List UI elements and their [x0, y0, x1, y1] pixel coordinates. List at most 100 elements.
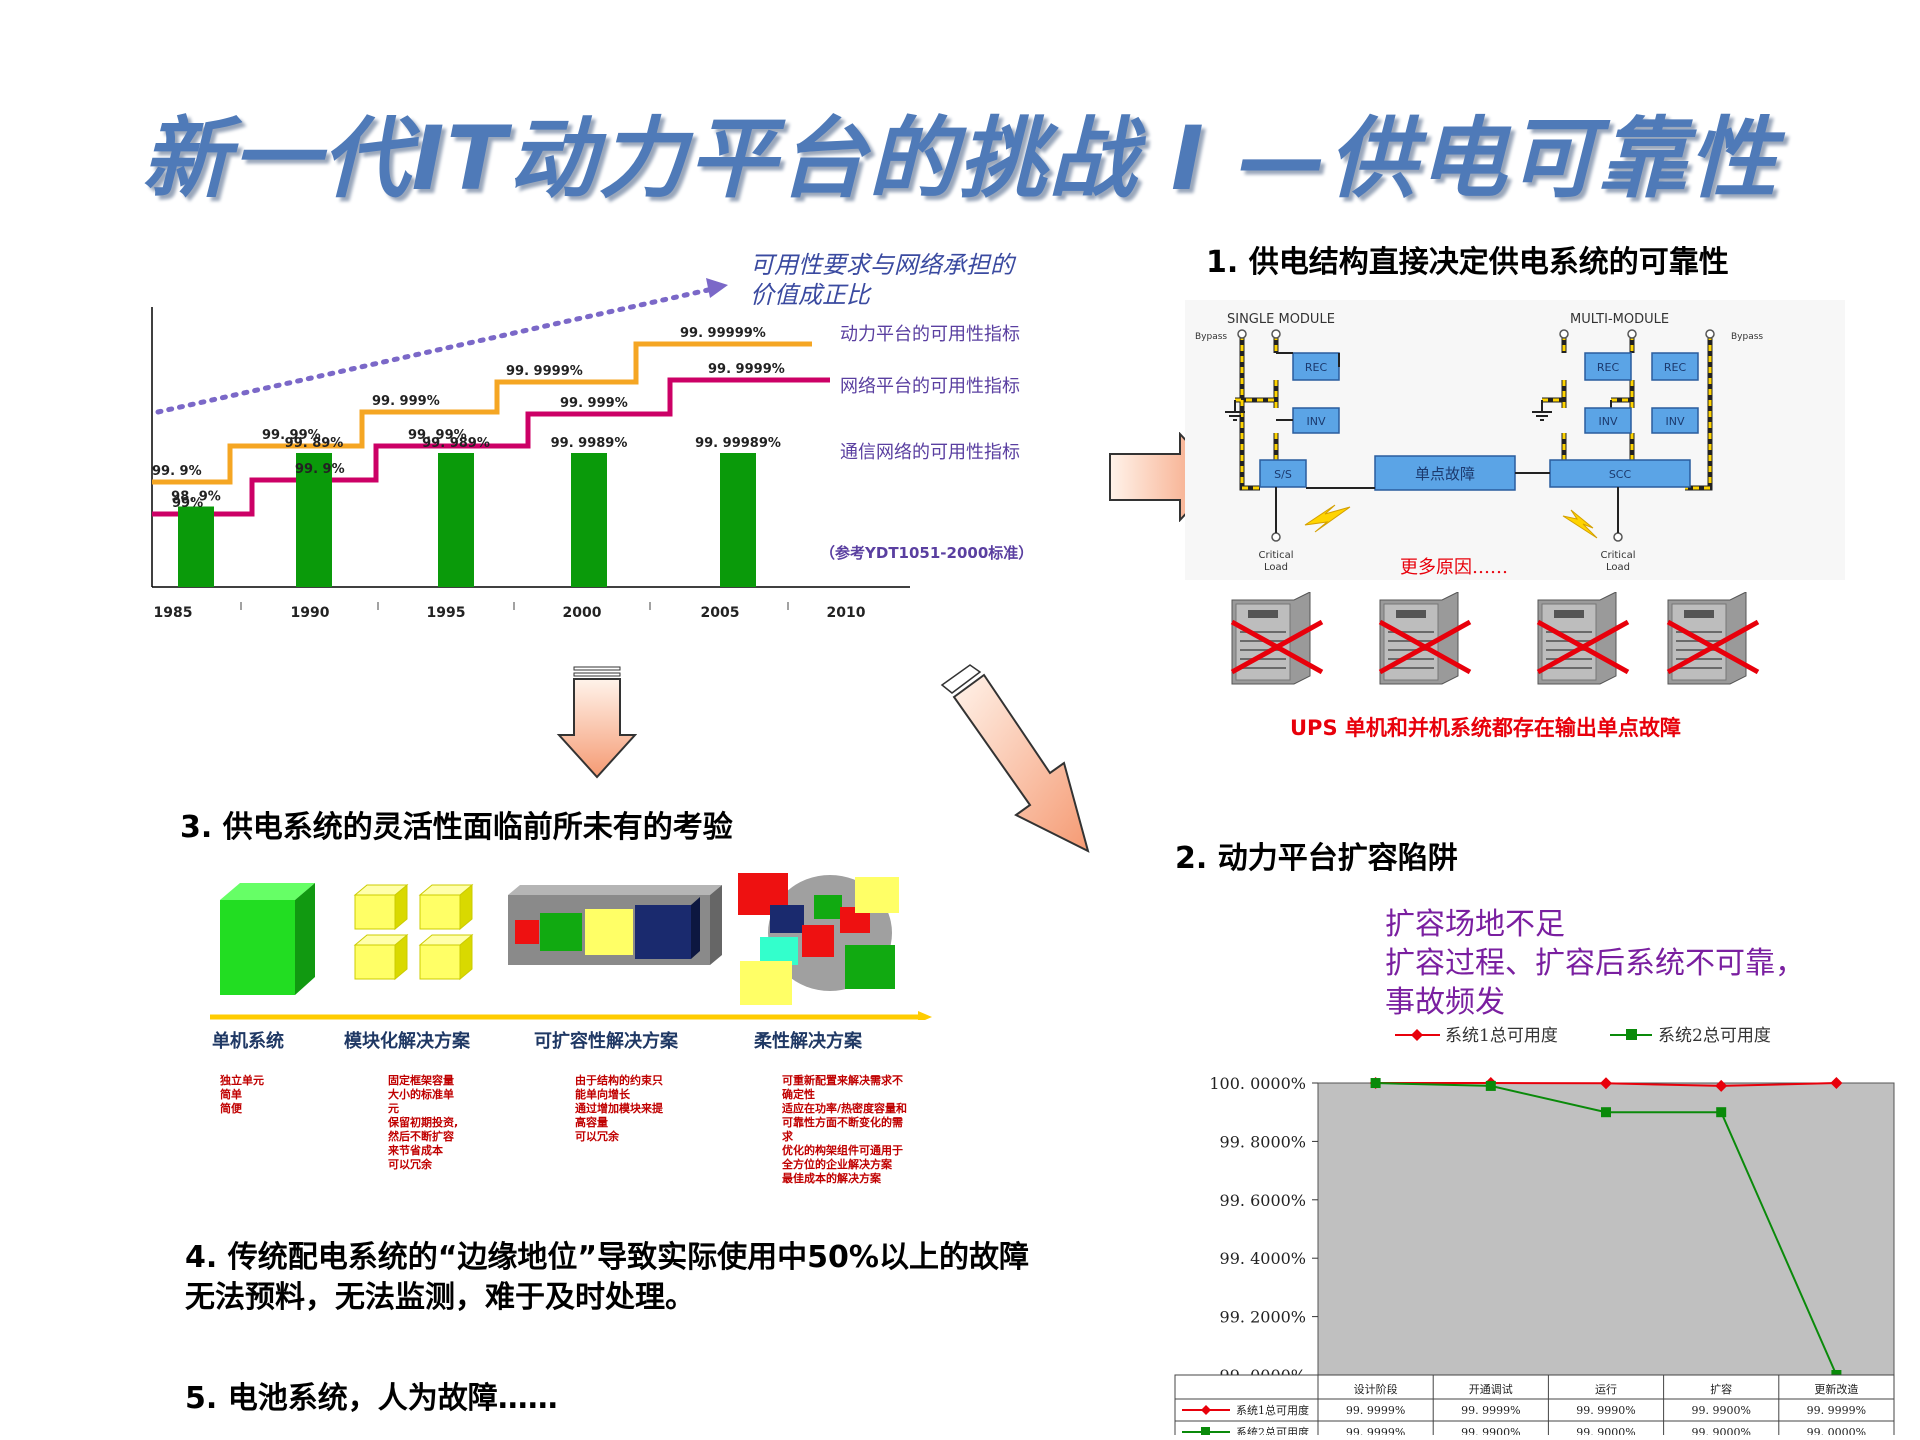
section2-heading: 2. 动力平台扩容陷阱: [1175, 841, 1458, 876]
power-step-label: 99. 999%: [372, 394, 440, 409]
stage-label-flexible: 柔性解决方案: [754, 1031, 862, 1052]
flexibility-evolution-graphic: [210, 873, 932, 1020]
modular-cubes: [353, 883, 474, 981]
network-step-label: 99. 9%: [295, 462, 345, 477]
rec-block-multi-2: REC: [1664, 361, 1687, 374]
critical-load-label: Load: [1606, 562, 1630, 573]
y-tick-label: 100. 0000%: [1209, 1074, 1306, 1093]
bar-value-label: 99. 9989%: [551, 436, 628, 451]
failed-server-icon: [1230, 592, 1324, 685]
year-tick-label: 2010: [827, 605, 866, 621]
x-mark-icon: [1536, 619, 1630, 675]
multi-module-label: MULTI-MODULE: [1570, 312, 1669, 327]
legend-series-2: 系统2总可用度: [1658, 1026, 1771, 1046]
failed-server-icon: [1666, 592, 1760, 685]
single-point-failure-box: 单点故障: [1415, 465, 1475, 483]
bar-value-label: 99. 99989%: [695, 436, 781, 451]
availability-bar: [571, 453, 607, 587]
table-cell: 99. 9999%: [1461, 1404, 1520, 1417]
section3-heading: 3. 供电系统的灵活性面临前所未有的考验: [180, 810, 733, 845]
table-legend-marker: [1201, 1427, 1210, 1435]
trend-arrow-head: [706, 278, 728, 298]
critical-load-label: Critical: [1259, 550, 1294, 561]
down-arrow-icon: [556, 666, 637, 779]
availability-bar: [178, 506, 214, 587]
y-tick-label: 99. 4000%: [1220, 1249, 1306, 1268]
reference-note: （参考YDT1051-2000标准）: [820, 544, 1033, 562]
power-step-label: 99. 99%: [262, 428, 321, 443]
ups-architecture-diagram: SINGLE MODULE MULTI-MODULE Bypass Bypass: [1185, 300, 1845, 580]
availability-bar: [720, 453, 756, 587]
bar-value-label: 99. 989%: [422, 436, 490, 451]
expansion-availability-chart: 系统1总可用度 系统2总可用度 100. 0000% 99. 8000% 99. 6…: [1174, 1026, 1895, 1435]
expansion-issue: 事故频发: [1385, 985, 1505, 1020]
legend-series-1: 系统1总可用度: [1445, 1026, 1558, 1046]
table-cell: 99. 9990%: [1576, 1404, 1635, 1417]
section5-text: 5. 电池系统，人为故障……: [185, 1381, 558, 1416]
x-category-label: 设计阶段: [1354, 1382, 1398, 1396]
data-table: [1174, 1374, 1895, 1435]
year-tick-label: 2000: [563, 605, 602, 621]
rec-block-single: REC: [1305, 361, 1328, 374]
year-tick-label: 1985: [154, 605, 193, 621]
year-tick-label: 1990: [291, 605, 330, 621]
year-tick-label: 1995: [427, 605, 466, 621]
trend-label-2: 价值成正比: [750, 281, 872, 309]
expansion-issues: 扩容场地不足 扩容过程、扩容后系统不可靠， 事故频发: [1385, 905, 1805, 1022]
power-availability-line: [152, 341, 812, 485]
series-label-network: 网络平台的可用性指标: [840, 376, 1020, 397]
availability-chart: 可用性要求与网络承担的 价值成正比 98. 9%99. 89%99. 989%9…: [151, 251, 1033, 621]
diagonal-arrow-icon: [940, 664, 1090, 853]
expansion-issue: 扩容过程、扩容后系统不可靠，: [1385, 946, 1805, 981]
table-series-name: 系统1总可用度: [1236, 1403, 1309, 1417]
stage-notes-flexible: 可重新配置来解决需求不 确定性 适应在功率/热密度容量和 可靠性方面不断变化的需…: [782, 1074, 908, 1185]
plot-area: [1317, 1082, 1895, 1376]
ss-block: S/S: [1274, 468, 1292, 481]
single-module-label: SINGLE MODULE: [1227, 312, 1335, 327]
y-tick-label: 99. 6000%: [1220, 1191, 1306, 1210]
page-title: 新一代IT动力平台的挑战 I —供电可靠性: [141, 107, 1779, 210]
bypass-label-left: Bypass: [1195, 332, 1227, 342]
trend-label-1: 可用性要求与网络承担的: [750, 251, 1017, 279]
flexible-cluster: [738, 873, 899, 1005]
y-tick-label: 99. 2000%: [1220, 1308, 1306, 1327]
section4-line2: 无法预料，无法监测，难于及时处理。: [185, 1280, 695, 1315]
x-mark-icon: [1230, 619, 1324, 675]
network-availability-line: [152, 377, 830, 517]
series-1-point: [1715, 1079, 1728, 1092]
ups-single-point-note: UPS 单机和并机系统都存在输出单点故障: [1290, 716, 1681, 740]
x-mark-icon: [1666, 619, 1760, 675]
y-tick-label: 99. 8000%: [1220, 1132, 1306, 1151]
availability-bar: [438, 453, 474, 587]
series-2-point: [1485, 1080, 1496, 1091]
stage-label-scalable: 可扩容性解决方案: [534, 1031, 678, 1052]
table-cell: 99. 9000%: [1576, 1426, 1635, 1435]
table-legend-marker: [1201, 1405, 1211, 1415]
failed-servers: [1230, 592, 1760, 685]
inv-block-multi-2: INV: [1666, 415, 1685, 428]
availability-bar: [296, 453, 332, 587]
single-system-cube: [220, 883, 315, 995]
series-2-point: [1370, 1078, 1381, 1089]
series-label-telecom: 通信网络的可用性指标: [840, 442, 1020, 463]
table-cell: 99. 9900%: [1461, 1426, 1520, 1435]
bar-value-label: 98. 9%: [171, 490, 221, 505]
failed-server-icon: [1378, 592, 1472, 685]
network-step-label: 99. 999%: [560, 396, 628, 411]
power-step-label: 99. 9%: [152, 464, 202, 479]
stage-label-standalone: 单机系统: [212, 1031, 284, 1052]
failed-server-icon: [1536, 592, 1630, 685]
expansion-issue: 扩容场地不足: [1385, 907, 1565, 942]
fault-spark-icon: [1562, 509, 1598, 539]
inv-block-single: INV: [1307, 415, 1326, 428]
year-tick-label: 2005: [701, 605, 740, 621]
network-step-label: 99. 9999%: [708, 362, 785, 377]
x-category-label: 扩容: [1710, 1382, 1732, 1396]
table-cell: 99. 9999%: [1346, 1404, 1405, 1417]
inv-block-multi-1: INV: [1599, 415, 1618, 428]
stage-label-modular: 模块化解决方案: [344, 1031, 470, 1052]
series-label-power: 动力平台的可用性指标: [840, 324, 1020, 345]
series-1-point: [1600, 1077, 1612, 1090]
table-cell: 99. 9900%: [1691, 1404, 1750, 1417]
x-category-label: 运行: [1595, 1383, 1617, 1396]
